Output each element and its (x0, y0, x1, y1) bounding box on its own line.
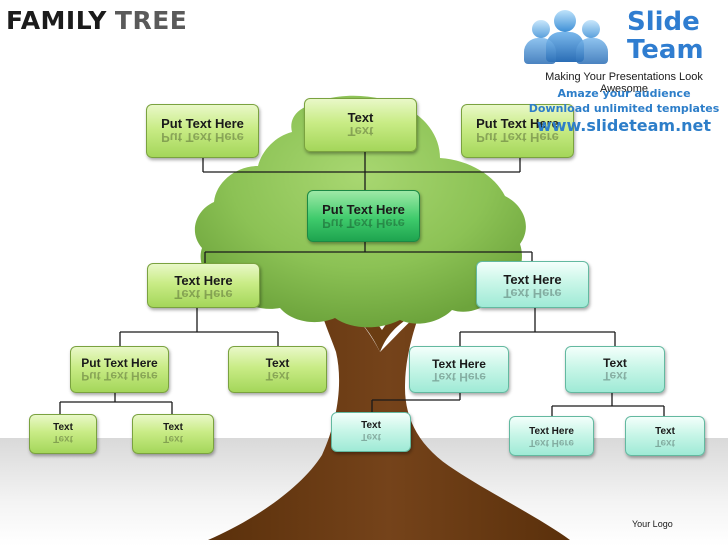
node-root[interactable]: Put Text Here Put Text Here (307, 190, 420, 242)
node-reflection: Text Here (503, 286, 562, 301)
node-reflection: Text (361, 431, 381, 442)
node-child-2[interactable]: Text Text (228, 346, 327, 393)
node-reflection: Text Here (529, 437, 574, 448)
brand-line-1: Slide (627, 7, 700, 37)
node-label: Text (347, 110, 374, 125)
node-reflection: Put Text Here (161, 130, 244, 145)
node-grandchild-5[interactable]: Text Text (625, 416, 705, 456)
node-reflection: Text (347, 124, 374, 139)
node-label: Text Here (503, 272, 562, 287)
node-grandparent-top[interactable]: Text Text (304, 98, 417, 152)
your-logo-text: Your Logo (632, 519, 673, 529)
node-grandchild-3[interactable]: Text Text (331, 412, 411, 452)
node-reflection: Text (53, 433, 73, 444)
promo-watermark: Amaze your audience Download unlimited t… (520, 86, 728, 136)
node-reflection: Put Text Here (322, 216, 405, 231)
node-label: Text (655, 426, 675, 437)
node-grandchild-2[interactable]: Text Text (132, 414, 214, 454)
node-reflection: Text Here (432, 370, 486, 384)
node-parent-right[interactable]: Text Here Text Here (476, 261, 589, 308)
node-grandparent-right[interactable]: Put Text Here Put Text Here (461, 104, 574, 158)
connector-lines (59, 152, 665, 416)
node-reflection: Put Text Here (81, 369, 158, 383)
node-child-1[interactable]: Put Text Here Put Text Here (70, 346, 169, 393)
promo-link[interactable]: www.slideteam.net (536, 116, 712, 135)
node-reflection: Text Here (174, 287, 233, 302)
title-tree: TREE (114, 6, 188, 35)
brand-line-2: Team (627, 35, 704, 65)
node-reflection: Text (163, 433, 183, 444)
node-label: Text (163, 422, 183, 433)
node-grandchild-4[interactable]: Text Here Text Here (509, 416, 594, 456)
promo-line-1: Amaze your audience (557, 87, 691, 100)
node-child-3[interactable]: Text Here Text Here (409, 346, 509, 393)
node-label: Text (361, 420, 381, 431)
node-label: Put Text Here (81, 356, 158, 370)
node-parent-left[interactable]: Text Here Text Here (147, 263, 260, 308)
node-reflection: Text (655, 437, 675, 448)
node-grandchild-1[interactable]: Text Text (29, 414, 97, 454)
logo-brand: Slide Team (627, 8, 704, 64)
node-grandparent-left[interactable]: Put Text Here Put Text Here (146, 104, 259, 158)
node-label: Put Text Here (476, 116, 559, 131)
node-label: Text Here (432, 357, 486, 371)
node-child-4[interactable]: Text Text (565, 346, 665, 393)
slideteam-logo: Slide Team (520, 4, 720, 90)
node-label: Text (265, 356, 290, 370)
node-label: Put Text Here (161, 116, 244, 131)
node-label: Text (603, 356, 627, 370)
node-reflection: Text (265, 369, 290, 383)
logo-tagline: Making Your Presentations Look Awesome (545, 71, 703, 95)
node-label: Put Text Here (322, 202, 405, 217)
node-reflection: Text (603, 369, 627, 383)
node-label: Text Here (174, 273, 233, 288)
promo-line-2: Download unlimited templates (528, 102, 720, 115)
title-family: FAMILY (6, 6, 107, 35)
node-label: Text Here (529, 426, 574, 437)
node-label: Text (53, 422, 73, 433)
